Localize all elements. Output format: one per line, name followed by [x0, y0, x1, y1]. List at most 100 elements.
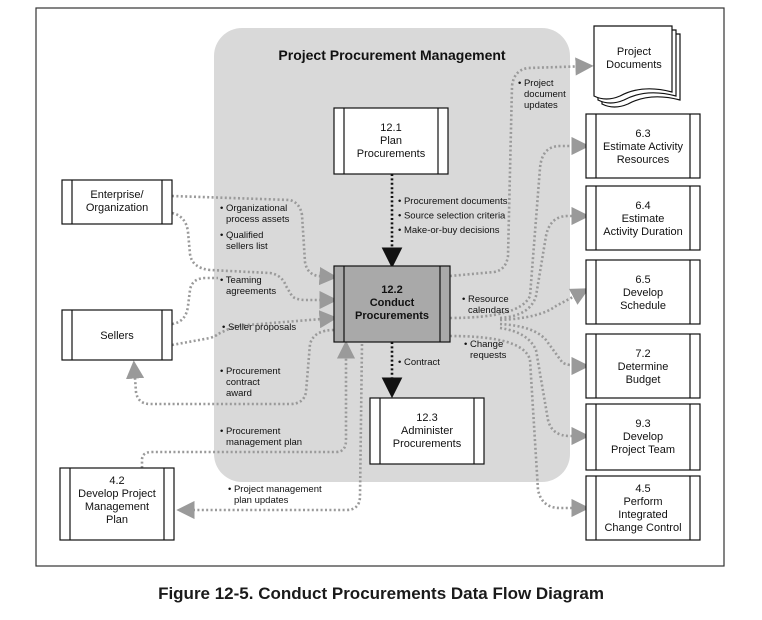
node-label-sellers: Sellers — [100, 330, 134, 342]
flow-label-contract: • Contract — [398, 357, 440, 368]
flow-label-line: • Organizational — [220, 203, 287, 214]
node-label-line: Schedule — [620, 300, 666, 312]
flow-label-line: updates — [524, 100, 558, 111]
flow-label-line: • Resource — [462, 294, 509, 305]
estimate-duration-box — [585, 185, 701, 251]
diagram-frame — [35, 7, 725, 567]
node-label-line: Estimate — [622, 213, 665, 225]
node-label-line: Develop Project — [78, 488, 156, 500]
node-label-line: Project Team — [611, 444, 675, 456]
node-label-line: Plan — [106, 514, 128, 526]
node-label-line: 12.2 — [381, 284, 402, 296]
flow-label-seller-proposals: • Seller proposals — [222, 322, 296, 333]
flow-to-develop-schedule-line — [499, 288, 590, 322]
flow-label-line: • Contract — [398, 357, 440, 368]
flow-label-line: contract — [226, 377, 260, 388]
flow-label-line: requests — [470, 350, 507, 361]
node-label-line: Perform — [623, 496, 662, 508]
node-label-line: Activity Duration — [603, 226, 682, 238]
flow-label-line: award — [226, 388, 252, 399]
flow-label-line: • Seller proposals — [222, 322, 296, 333]
node-label-line: Administer — [401, 425, 453, 437]
flow-procurement-plan-line — [140, 340, 356, 468]
node-label-line: Integrated — [618, 509, 668, 521]
data-flow-diagram: Project Procurement Management — [35, 7, 725, 567]
flow-label-line: • Change — [464, 339, 503, 350]
node-label-line: 12.3 — [416, 412, 437, 424]
node-label-line: 6.4 — [635, 200, 650, 212]
develop-pm-plan-box — [59, 467, 175, 541]
node-label-line: Sellers — [100, 330, 134, 342]
flow-seller-proposals-line — [171, 310, 338, 347]
figure-caption: Figure 12-5. Conduct Procurements Data F… — [158, 584, 604, 603]
integrated-change-box — [585, 475, 701, 541]
node-label-line: Estimate Activity — [603, 141, 684, 153]
flow-label-line: • Make-or-buy decisions — [398, 225, 500, 236]
node-label-line: 6.5 — [635, 274, 650, 286]
node-label-line: Procurements — [357, 148, 426, 160]
flow-label-line: • Project — [518, 78, 554, 89]
node-label-line: Budget — [626, 374, 661, 386]
node-label-line: Procurements — [355, 310, 429, 322]
flow-label-line: • Source selection criteria — [398, 211, 506, 222]
flow-label-line: • Teaming — [220, 275, 262, 286]
flow-label-line: sellers list — [226, 241, 268, 252]
node-label-line: Change Control — [604, 522, 681, 534]
flow-teaming-line — [171, 276, 218, 326]
plan-procurements-box — [333, 107, 449, 175]
node-label-line: 12.1 — [380, 122, 401, 134]
node-label-line: Organization — [86, 202, 148, 214]
node-label-line: Conduct — [370, 297, 415, 309]
flow-label-plan-outputs: • Procurement documents• Source selectio… — [398, 196, 508, 236]
flow-pm-plan-updates-line — [176, 343, 364, 520]
node-label-line: Procurements — [393, 438, 462, 450]
project-documents-shape — [593, 25, 681, 108]
flow-label-line: • Procurement — [220, 366, 281, 377]
node-label-line: Project — [617, 46, 651, 58]
node-label-line: Documents — [606, 59, 662, 71]
node-label-line: 9.3 — [635, 418, 650, 430]
node-label-line: Determine — [618, 361, 669, 373]
flow-label-line: plan updates — [234, 495, 289, 506]
flow-label-line: agreements — [226, 286, 276, 297]
sellers-box — [61, 309, 173, 361]
flow-to-estimate-resources-line — [449, 136, 590, 320]
node-label-line: Resources — [617, 154, 670, 166]
node-label-line: Plan — [380, 135, 402, 147]
node-label-line: Develop — [623, 431, 663, 443]
determine-budget-box — [585, 333, 701, 399]
enterprise-organization-box — [61, 179, 173, 225]
administer-procurements-box — [369, 397, 485, 465]
flow-label-line: process assets — [226, 214, 290, 225]
develop-schedule-box — [585, 259, 701, 325]
flow-to-estimate-duration-line — [499, 206, 590, 320]
flow-label-line: calendars — [468, 305, 509, 316]
node-label-line: 4.5 — [635, 483, 650, 495]
node-label-line: Develop — [623, 287, 663, 299]
flow-qualified-sellers-line — [171, 211, 338, 310]
node-label-line: 6.3 — [635, 128, 650, 140]
flow-label-line: • Procurement — [220, 426, 281, 437]
node-label-line: Management — [85, 501, 149, 513]
flow-to-develop-team-line — [499, 326, 590, 446]
node-label-line: Enterprise/ — [90, 189, 144, 201]
flow-label-line: document — [524, 89, 566, 100]
